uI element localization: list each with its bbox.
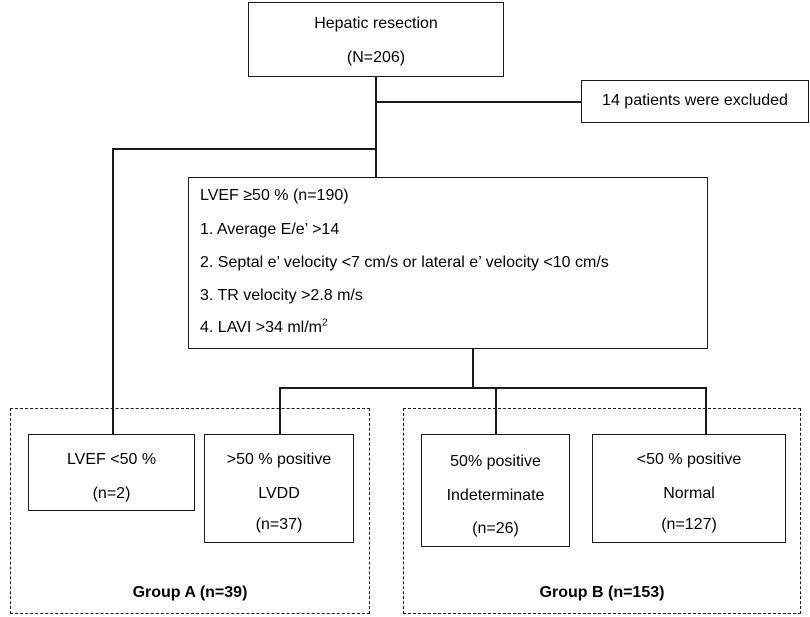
group-a-container (10, 408, 370, 614)
excluded-box (581, 80, 809, 123)
criteria-item-2: 2. Septal e’ velocity <7 cm/s or lateral… (200, 254, 609, 271)
criteria-item-4-wrapper: 4. LAVI >34 ml/m2 (200, 318, 328, 338)
connector-indeterminate (495, 387, 497, 435)
lvdd-count: (n=37) (255, 516, 303, 533)
indeterminate-label-1: 50% positive (450, 453, 541, 470)
indeterminate-box (421, 434, 570, 547)
criteria-item-1: 1. Average E/e’ >14 (200, 221, 340, 238)
criteria-item-4-superscript: 2 (321, 317, 328, 329)
indeterminate-count: (n=26) (472, 520, 519, 537)
hepatic-resection-count: (N=206) (346, 49, 406, 66)
indeterminate-label-2: Indeterminate (446, 487, 545, 504)
lvdd-box (204, 434, 354, 543)
lvef-low-label: LVEF <50 % (66, 451, 157, 468)
connector-left-down (112, 148, 114, 435)
connector-left-branch (112, 148, 377, 150)
group-b-label: Group B (n=153) (539, 584, 665, 601)
group-b-container (403, 408, 801, 614)
normal-count: (n=127) (661, 516, 717, 533)
connector-lvdd (279, 387, 281, 435)
group-a-label: Group A (n=39) (132, 584, 248, 601)
criteria-item-3: 3. TR velocity >2.8 m/s (200, 287, 363, 304)
normal-label-1: <50 % positive (636, 451, 742, 468)
criteria-box (188, 177, 708, 349)
lvdd-label-2: LVDD (258, 485, 300, 502)
excluded-text: 14 patients were excluded (602, 92, 788, 109)
connector-excluded (375, 101, 581, 103)
connector-top-down (375, 76, 377, 178)
hepatic-resection-box (248, 2, 504, 77)
normal-box (592, 434, 786, 543)
lvdd-label-1: >50 % positive (226, 451, 332, 468)
criteria-title: LVEF ≥50 % (n=190) (200, 187, 349, 204)
criteria-item-4: 4. LAVI >34 ml/m (200, 319, 322, 336)
connector-normal (705, 387, 707, 435)
lvef-low-count: (n=2) (92, 485, 131, 502)
connector-criteria-down (472, 348, 474, 388)
connector-bottom-branch (279, 387, 707, 389)
lvef-low-box (28, 434, 195, 511)
normal-label-2: Normal (663, 485, 715, 502)
hepatic-resection-title: Hepatic resection (314, 15, 438, 32)
